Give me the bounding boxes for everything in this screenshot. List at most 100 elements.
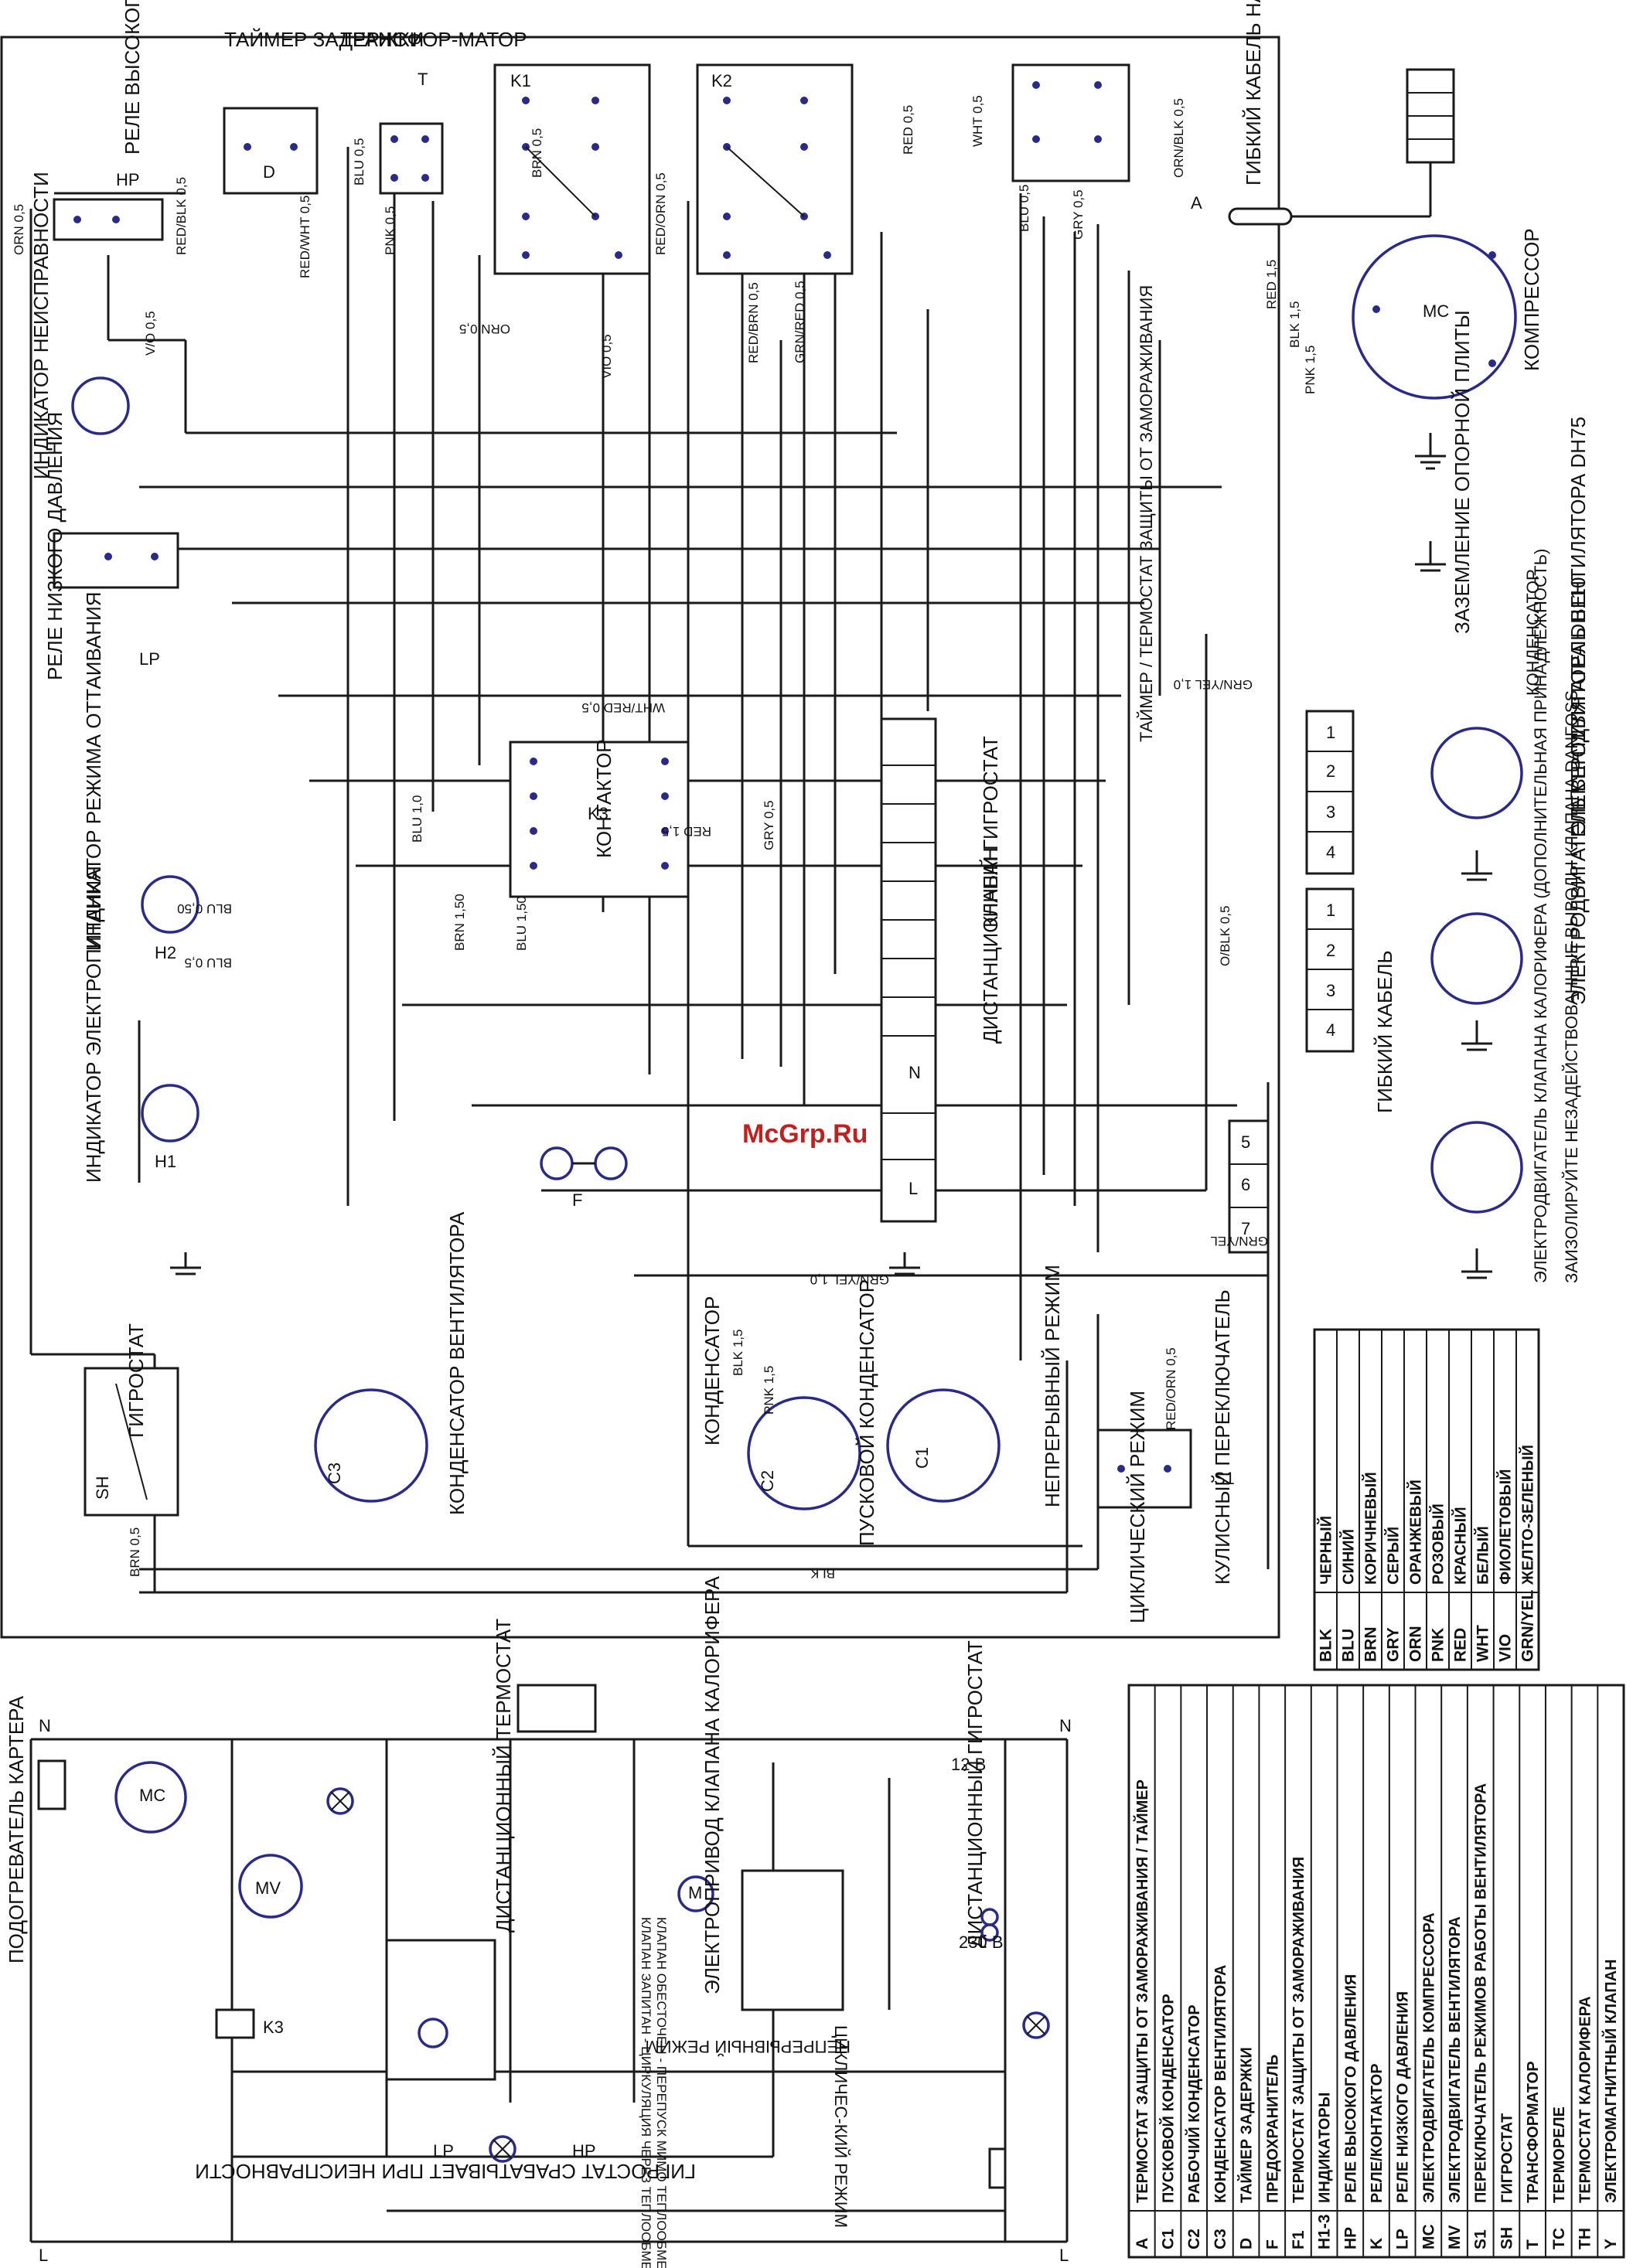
contactor-k3: КОНТАКТОР K3 bbox=[509, 739, 690, 898]
color-legend-name: БЕЛЫЙ bbox=[1474, 1526, 1492, 1585]
color-legend-code: PNK bbox=[1430, 1628, 1447, 1662]
power-ind-code: H1 bbox=[155, 1152, 176, 1171]
color-legend-name: ЖЕЛТО-ЗЕЛЕНЫЙ bbox=[1519, 1445, 1537, 1585]
crankcase-heater-label: ПОДОГРЕВАТЕЛЬ КАРТЕРА bbox=[5, 1695, 28, 1963]
wire-label: RED/ORN 0,5 bbox=[1164, 1347, 1178, 1430]
component-legend-code: F bbox=[1263, 2239, 1281, 2249]
color-legend-code: RED bbox=[1452, 1628, 1470, 1662]
wire-label: V/O 0,5 bbox=[143, 311, 158, 356]
wire-label: RED/BRN 0,5 bbox=[746, 282, 761, 363]
component-legend-code: MV bbox=[1446, 2225, 1464, 2250]
wire-label: BLU 1,50 bbox=[514, 896, 529, 951]
lp-label: LP bbox=[433, 2141, 454, 2161]
wire-label: BLK 1,5 bbox=[1287, 301, 1302, 349]
component-legend-code: F1 bbox=[1290, 2230, 1307, 2249]
cyclic-mode-label: ЦИКЛИЧЕС-КИЙ РЕЖИМ bbox=[831, 2025, 851, 2228]
c2-label: КОНДЕНСАТОР bbox=[701, 1296, 724, 1446]
fault-indicator: ИНДИКАТОР НЕИСПРАВНОСТИ bbox=[29, 172, 130, 479]
ground-plate-label: ЗАЗЕМЛЕНИЕ ОПОРНОЙ ПЛИТЫ bbox=[1451, 310, 1474, 634]
component-legend-code: C3 bbox=[1212, 2229, 1229, 2249]
defrost-ind-code: H2 bbox=[155, 943, 176, 962]
n-label-right: N bbox=[1059, 1716, 1072, 1735]
wire-label: BLU 0,5 bbox=[185, 955, 232, 970]
dh75-terminal-4: 4 bbox=[1326, 843, 1335, 862]
component-legend-code: D bbox=[1238, 2238, 1256, 2249]
component-legend-name: ТЕРМОСТАТ ЗАЩИТЫ ОТ ЗАМОРАЖИВАНИЯ bbox=[1290, 1857, 1307, 2203]
lp-relay-label: РЕЛЕ НИЗКОГО ДАВЛЕНИЯ bbox=[43, 412, 66, 680]
transformer-code-label: T bbox=[418, 70, 428, 89]
color-legend-name: ФИОЛЕТОВЫЙ bbox=[1496, 1469, 1515, 1585]
capacitors-c1-c2: C2 C1 КОНДЕНСАТОР ПУСКОВОЙ КОНДЕНСАТОР bbox=[701, 1279, 1001, 1546]
wire-label: RED 1,5 bbox=[1264, 260, 1279, 309]
dh110-terminal-4: 4 bbox=[1326, 1020, 1335, 1040]
wire-label: GRY 0,5 bbox=[762, 800, 776, 850]
color-legend-code: BLU bbox=[1340, 1629, 1358, 1662]
component-legend-name: ТЕРМОРЕЛЕ bbox=[1551, 2106, 1568, 2203]
component-legend-name: РЕЛЕ ВЫСОКОГО ДАВЛЕНИЯ bbox=[1342, 1974, 1359, 2203]
remote-thermostat-label: ДИСТАНЦИОННЫЙ ТЕРМОСТАТ bbox=[492, 1619, 515, 1933]
fuse-code-label: F bbox=[572, 1190, 582, 1210]
component-legend-name: РАБОЧИЙ КОНДЕНСАТОР bbox=[1185, 2004, 1203, 2203]
valve-motor-label: ЭЛЕКТРОДВИГАТЕЛЬ КЛАПАНА КАЛОРИФЕРА (ДОП… bbox=[1531, 549, 1550, 1283]
valve-terminal-5: 5 bbox=[1241, 1132, 1250, 1152]
hygrostat-sh: ГИГРОСТАТ SH bbox=[84, 1323, 179, 1517]
compressor-code-label: MC bbox=[1423, 301, 1449, 321]
color-legend-name: СИНИЙ bbox=[1339, 1529, 1358, 1585]
fan-motor-dh75: 1 2 3 4 ЭЛЕКТРОДВИГАТЕЛЬ ВЕНТИЛЯТОРА DH7… bbox=[1305, 417, 1590, 875]
color-legend-code: BRN bbox=[1362, 1627, 1380, 1663]
wire-label: BRN 0,5 bbox=[128, 1527, 142, 1577]
component-legend-code: H1-3 bbox=[1316, 2214, 1334, 2249]
component-legend-code: S1 bbox=[1472, 2229, 1490, 2249]
component-legend-code: TH bbox=[1576, 2228, 1594, 2249]
component-legend-code: LP bbox=[1394, 2229, 1412, 2249]
wire-label: GRN/YEL bbox=[1210, 1234, 1268, 1248]
bottom-hygrostat-label: ДИСТАНЦИОННЫЙ ГИГРОСТАТ bbox=[963, 1640, 987, 1948]
color-legend-name: ОРАНЖЕВЫЙ bbox=[1406, 1480, 1425, 1585]
wire-label: PNK 0,5 bbox=[383, 206, 397, 255]
voltage-230-label: 230 В bbox=[959, 1933, 1004, 1952]
component-legend-name: ЭЛЕКТРОДВИГАТЕЛЬ ВЕНТИЛЯТОРА bbox=[1447, 1916, 1464, 2203]
rocker-code: S1 bbox=[1214, 1469, 1235, 1488]
wire-label: VIO 0,5 bbox=[599, 334, 614, 379]
wire-label: PNK 1,5 bbox=[1303, 346, 1318, 394]
dh110-terminal-1: 1 bbox=[1326, 901, 1335, 920]
n-label-left: N bbox=[39, 1716, 51, 1735]
voltage-12-label: 12 В bbox=[951, 1755, 986, 1774]
component-legend-name: ПУСКОВОЙ КОНДЕНСАТОР bbox=[1159, 1994, 1178, 2203]
wire-label: BRN 0,5 bbox=[530, 128, 544, 178]
dh75-condenser-label: КОНДЕНСАТОР bbox=[1523, 569, 1543, 696]
wire-label: BLK 1,5 bbox=[731, 1330, 745, 1377]
color-legend-code: GRN/YEL bbox=[1519, 1589, 1537, 1662]
hp-relay: РЕЛЕ ВЫСОКОГО ДАВЛЕНИЯ HP bbox=[53, 0, 164, 241]
ground-plate: ЗАЗЕМЛЕНИЕ ОПОРНОЙ ПЛИТЫ bbox=[1415, 310, 1474, 634]
k2-label: K2 bbox=[711, 71, 732, 90]
valve-actuator-label: ЭЛЕКТРОПРИВОД КЛАПАНА КАЛОРИФЕРА bbox=[701, 1575, 724, 1994]
fan-capacitor: C3 КОНДЕНСАТОР ВЕНТИЛЯТОРА bbox=[314, 1211, 469, 1515]
wire-label: WHT 0,5 bbox=[970, 95, 985, 147]
remote-hygrostat-block: N L КЛАПАН ДИСТАНЦИОННЫЙ ГИГРОСТАТ bbox=[880, 717, 1002, 1223]
color-legend-code: ORN bbox=[1407, 1626, 1425, 1662]
c2-code: C2 bbox=[758, 1470, 777, 1492]
wire-label: RED 0,5 bbox=[901, 105, 915, 155]
component-legend-name: ИНДИКАТОРЫ bbox=[1317, 2093, 1334, 2203]
wire-label: ORN 0,5 bbox=[459, 322, 510, 336]
valve-motor: 5 6 7 ГИБКИЙ КАБЕЛЬ ЭЛЕКТРОДВИГАТЕЛЬ КЛА… bbox=[1228, 549, 1581, 1283]
dh110-label: ЭЛЕКТРОДВИГАТЕЛЬ ВЕНТИЛЯТОРА DH110 bbox=[1567, 577, 1590, 1005]
mc-label: MC bbox=[139, 1786, 165, 1805]
timer-label: ТАЙМЕР ЗАДЕРЖКИ bbox=[224, 28, 424, 51]
valve-closed-label: КЛАПАН ОБЕСТОЧЕН - ПЕРЕПУСК МИМО ТЕПЛООБ… bbox=[654, 1917, 669, 2268]
dh75-terminal-2: 2 bbox=[1326, 761, 1335, 781]
start-cap-label: ПУСКОВОЙ КОНДЕНСАТОР bbox=[855, 1279, 878, 1546]
k3-label: K3 bbox=[263, 2018, 284, 2037]
valve-open-label: КЛАПАН ЗАПИТАН - ЦИРКУЛЯЦИЯ ЧЕРЕЗ ТЕПЛОО… bbox=[639, 1917, 653, 2268]
hygrostat-code-label: SH bbox=[93, 1476, 112, 1500]
valve-m-label: M bbox=[688, 1883, 702, 1902]
color-legend-name: СЕРЫЙ bbox=[1384, 1527, 1403, 1585]
component-legend-name: ЭЛЕКТРОДВИГАТЕЛЬ КОМПРЕССОРА bbox=[1420, 1912, 1437, 2203]
wire-label: BLK bbox=[810, 1566, 835, 1581]
rocker-switch-s1: НЕПРЕРЫВНЫЙ РЕЖИМ ЦИКЛИЧЕСКИЙ РЕЖИМ КУЛИ… bbox=[1041, 1265, 1235, 1623]
wire-label: RED/WHT 0,5 bbox=[298, 196, 312, 278]
fuse: F bbox=[540, 1146, 628, 1210]
